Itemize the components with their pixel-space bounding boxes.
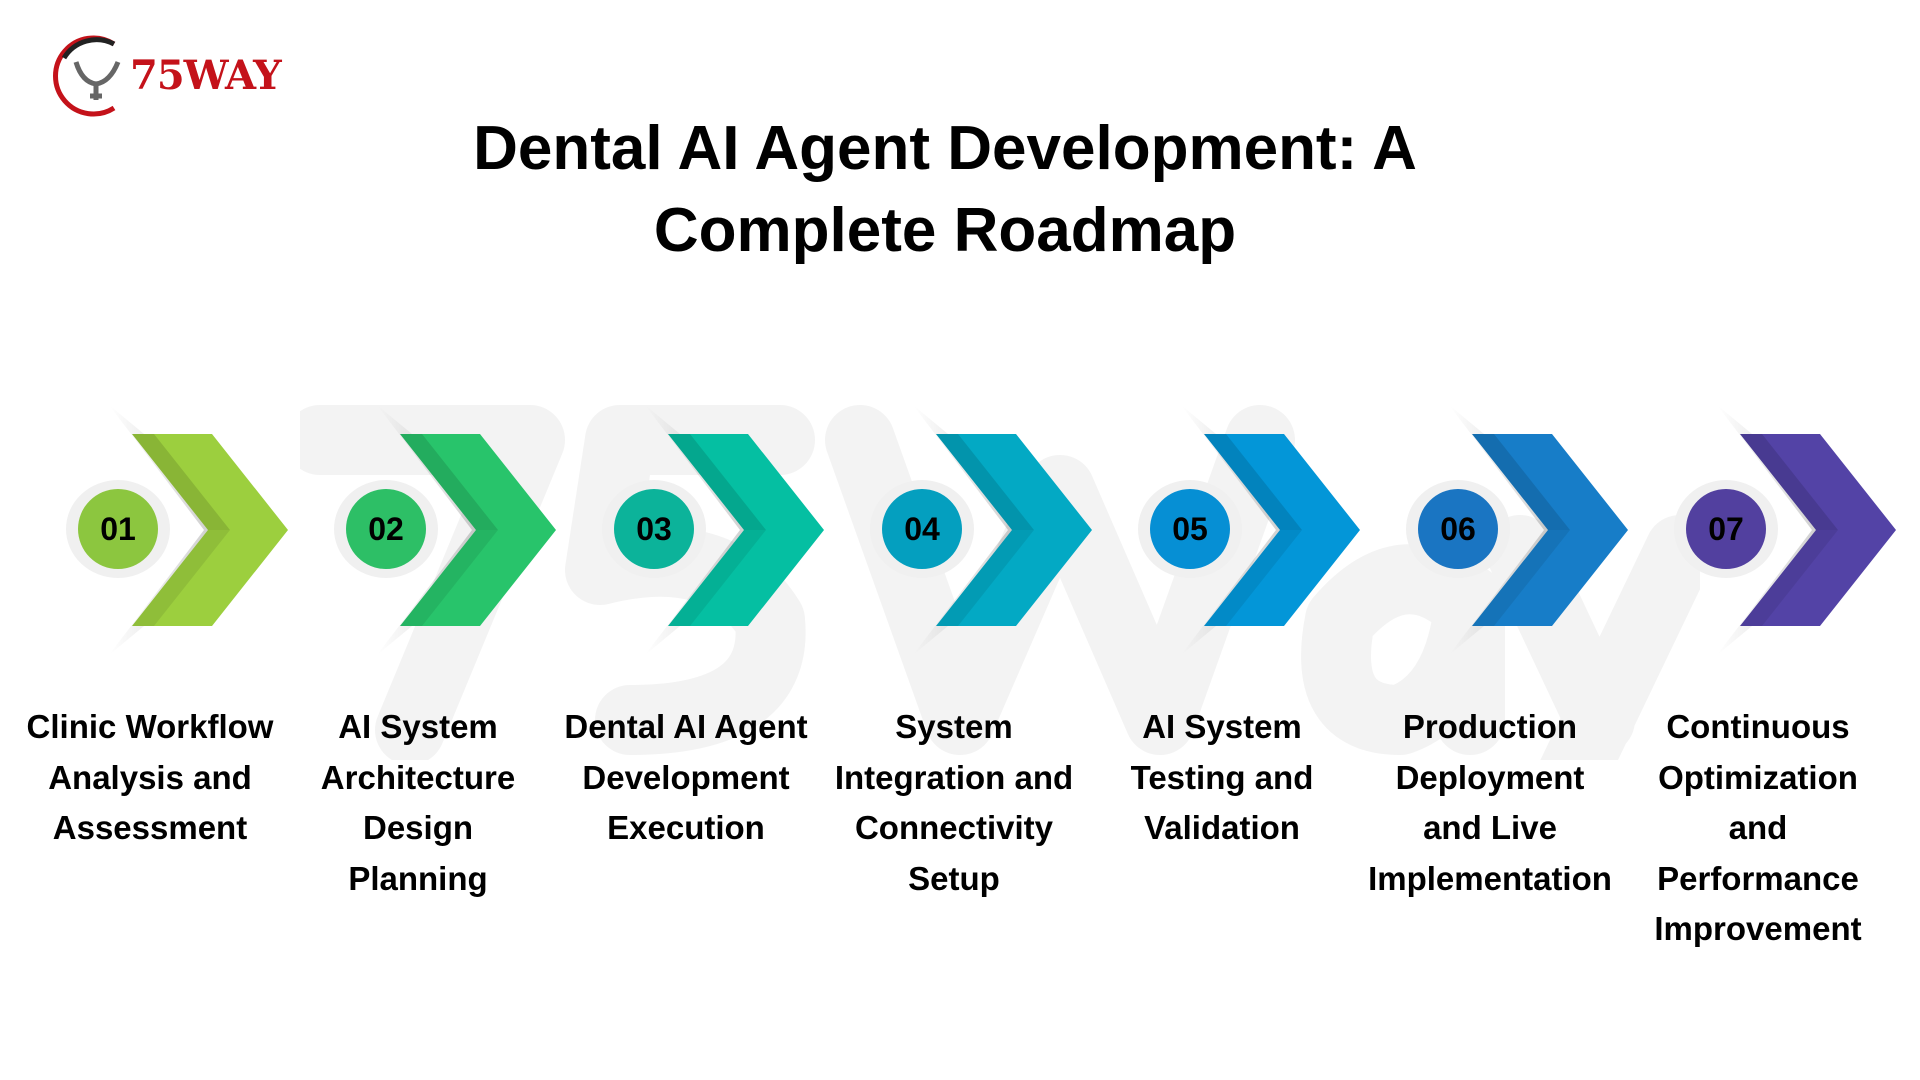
step-label: Clinic Workflow Analysis and Assessment bbox=[26, 708, 274, 846]
step-label: Dental AI Agent Development Execution bbox=[564, 708, 808, 846]
step-label: Production Deployment and Live Implement… bbox=[1368, 708, 1612, 897]
chevron-arrow-icon bbox=[1181, 405, 1360, 655]
chevron-arrow-icon bbox=[913, 405, 1092, 655]
step-label: Continuous Optimization and Performance … bbox=[1654, 708, 1862, 947]
chevron-arrow-icon bbox=[1717, 405, 1896, 655]
step-label: AI System Architecture Design Planning bbox=[320, 708, 516, 897]
chevron-arrow-icon bbox=[645, 405, 824, 655]
roadmap-step: 07 Continuous Optimization and Performan… bbox=[1622, 400, 1896, 960]
chevron-arrow-icon bbox=[1449, 405, 1628, 655]
roadmap-step: 01 Clinic Workflow Analysis and Assessme… bbox=[14, 400, 288, 960]
step-number-badge: 07 bbox=[1686, 489, 1766, 569]
step-label: System Integration and Connectivity Setu… bbox=[834, 708, 1074, 897]
roadmap-step: 02 AI System Architecture Design Plannin… bbox=[282, 400, 556, 960]
roadmap-step: 05 AI System Testing and Validation bbox=[1086, 400, 1360, 960]
logo: 75WAY bbox=[52, 34, 292, 118]
roadmap-step: 06 Production Deployment and Live Implem… bbox=[1354, 400, 1628, 960]
step-number-badge: 06 bbox=[1418, 489, 1498, 569]
roadmap-step: 04 System Integration and Connectivity S… bbox=[818, 400, 1092, 960]
step-number-badge: 03 bbox=[614, 489, 694, 569]
title-line-2: Complete Roadmap bbox=[653, 196, 1237, 265]
step-number-badge: 04 bbox=[882, 489, 962, 569]
step-number-badge: 02 bbox=[346, 489, 426, 569]
page-title: Dental AI Agent Development: A Complete … bbox=[0, 108, 1890, 272]
roadmap-step: 03 Dental AI Agent Development Execution bbox=[550, 400, 824, 960]
chevron-arrow-icon bbox=[377, 405, 556, 655]
logo-ring-icon bbox=[53, 35, 121, 117]
chevron-arrow-icon bbox=[109, 405, 288, 655]
title-line-1: Dental AI Agent Development: A bbox=[473, 114, 1417, 183]
step-number-badge: 01 bbox=[78, 489, 158, 569]
logo-text: 75WAY bbox=[130, 52, 282, 99]
step-label: AI System Testing and Validation bbox=[1130, 708, 1314, 846]
step-number-badge: 05 bbox=[1150, 489, 1230, 569]
